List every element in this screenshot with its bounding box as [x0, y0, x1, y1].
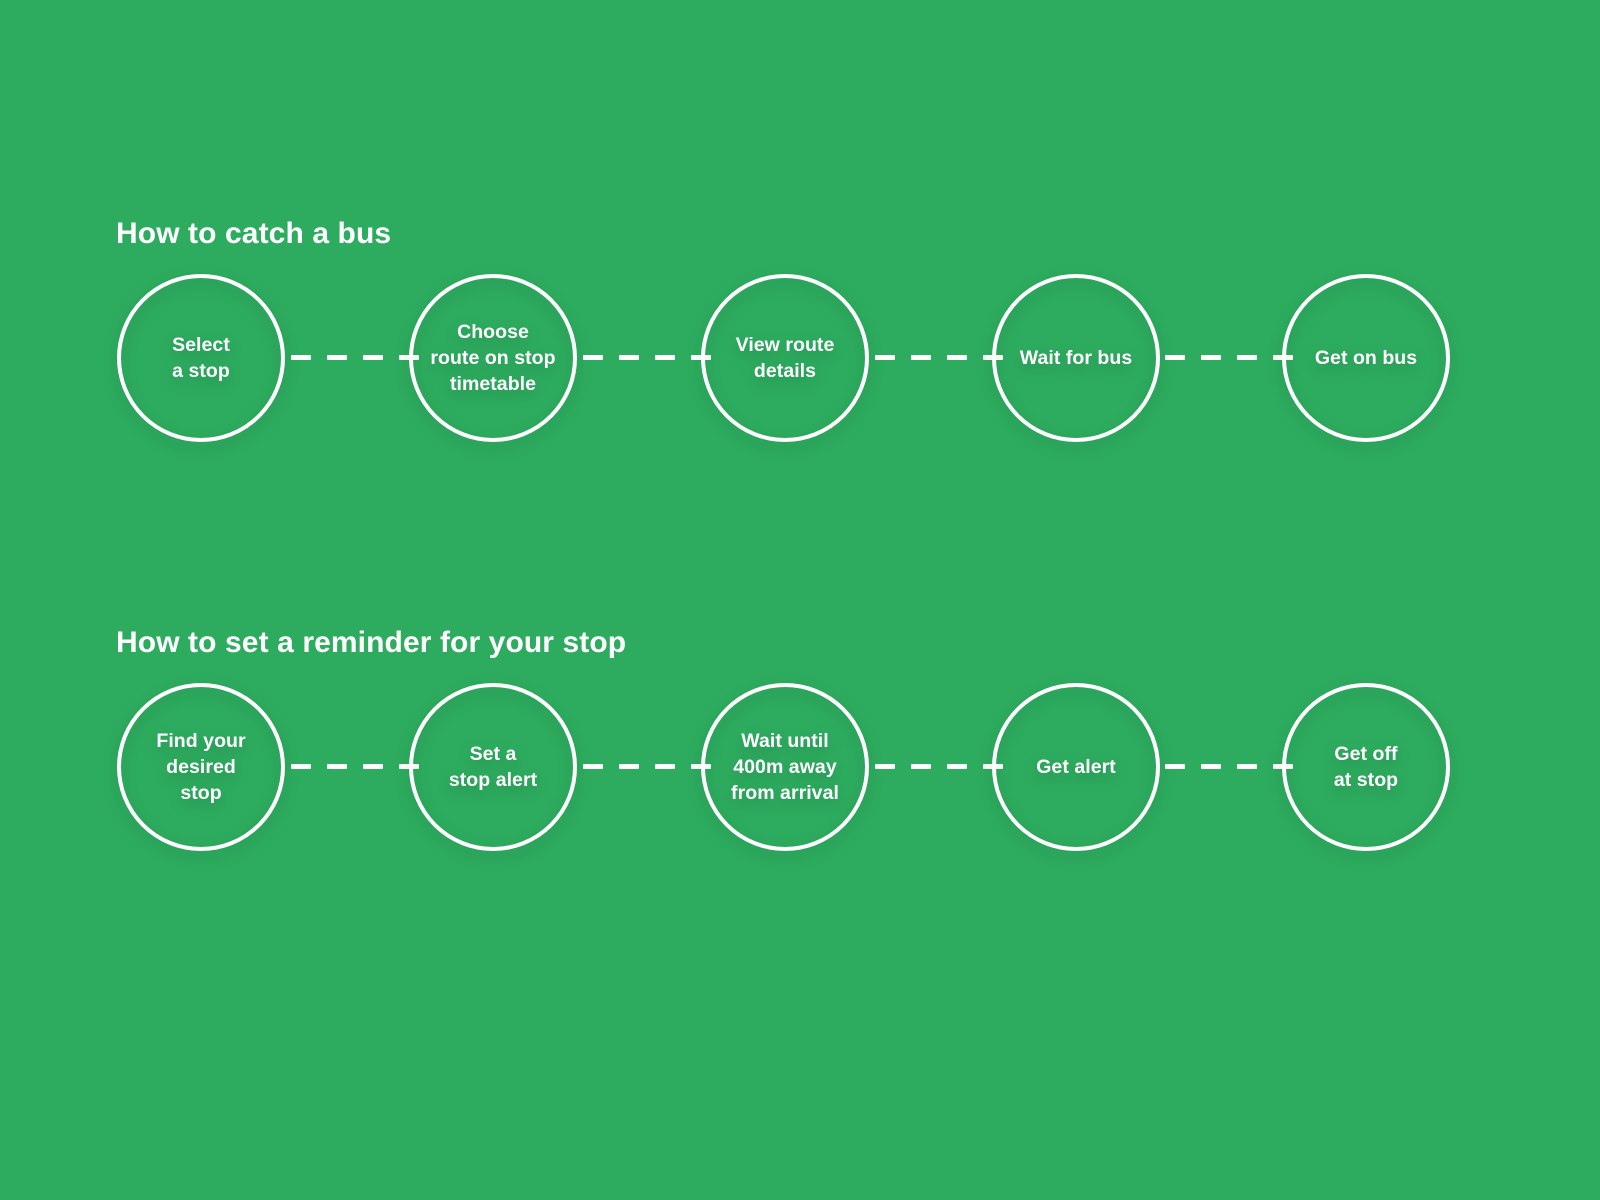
flow-step-label: Wait until 400m away from arrival [731, 730, 839, 804]
flow-step-label: Find your desired stop [156, 730, 246, 804]
dash-segment [363, 355, 383, 360]
dash-segment [947, 355, 967, 360]
section-title-set-a-reminder: How to set a reminder for your stop [116, 626, 627, 659]
flow-row-set-a-reminder: Find your desired stop Set a stop alert … [0, 674, 1600, 874]
flow-step-find-your-desired-stop[interactable]: Find your desired stop [117, 683, 285, 851]
dash-segment [1201, 355, 1221, 360]
flow-step-label: Get on bus [1314, 347, 1418, 369]
flow-step-wait-until-400m-away[interactable]: Wait until 400m away from arrival [701, 683, 869, 851]
dash-segment [655, 355, 675, 360]
flow-step-label: Wait for bus [1019, 347, 1133, 369]
dash-segment [619, 764, 639, 769]
flow-step-view-route-details[interactable]: View route details [701, 274, 869, 442]
dash-segment [1237, 355, 1257, 360]
dash-segment [363, 764, 383, 769]
flow-connector-dashed [875, 764, 1003, 769]
flow-connector-dashed [1165, 355, 1293, 360]
dash-segment [875, 764, 895, 769]
dash-segment [655, 764, 675, 769]
flow-step-select-a-stop[interactable]: Select a stop [117, 274, 285, 442]
flow-step-label: Choose route on stop timetable [430, 321, 556, 395]
dash-segment [327, 355, 347, 360]
dash-segment [1201, 764, 1221, 769]
section-title-catch-a-bus: How to catch a bus [116, 217, 392, 250]
flow-step-label: View route details [735, 334, 835, 382]
dash-segment [875, 355, 895, 360]
dash-segment [583, 764, 603, 769]
dash-segment [1165, 764, 1185, 769]
flow-connector-dashed [875, 355, 1003, 360]
dash-segment [291, 355, 311, 360]
dash-segment [1237, 764, 1257, 769]
dash-segment [291, 764, 311, 769]
dash-segment [327, 764, 347, 769]
flow-step-get-off-at-stop[interactable]: Get off at stop [1282, 683, 1450, 851]
dash-segment [911, 764, 931, 769]
flow-step-wait-for-bus[interactable]: Wait for bus [992, 274, 1160, 442]
flow-row-catch-a-bus: Select a stop Choose route on stop timet… [0, 265, 1600, 465]
flow-connector-dashed [583, 764, 711, 769]
flow-step-label: Select a stop [172, 334, 230, 382]
flow-step-label: Set a stop alert [448, 743, 538, 791]
flow-connector-dashed [291, 764, 419, 769]
dash-segment [947, 764, 967, 769]
flow-step-get-on-bus[interactable]: Get on bus [1282, 274, 1450, 442]
flow-step-label: Get off at stop [1333, 743, 1399, 791]
flow-connector-dashed [1165, 764, 1293, 769]
flow-connector-dashed [291, 355, 419, 360]
dash-segment [1165, 355, 1185, 360]
flow-step-get-alert[interactable]: Get alert [992, 683, 1160, 851]
dash-segment [911, 355, 931, 360]
dash-segment [583, 355, 603, 360]
flow-step-label: Get alert [1036, 756, 1116, 778]
flow-step-set-a-stop-alert[interactable]: Set a stop alert [409, 683, 577, 851]
dash-segment [619, 355, 639, 360]
flow-connector-dashed [583, 355, 711, 360]
flow-step-choose-route-on-stop-timetable[interactable]: Choose route on stop timetable [409, 274, 577, 442]
